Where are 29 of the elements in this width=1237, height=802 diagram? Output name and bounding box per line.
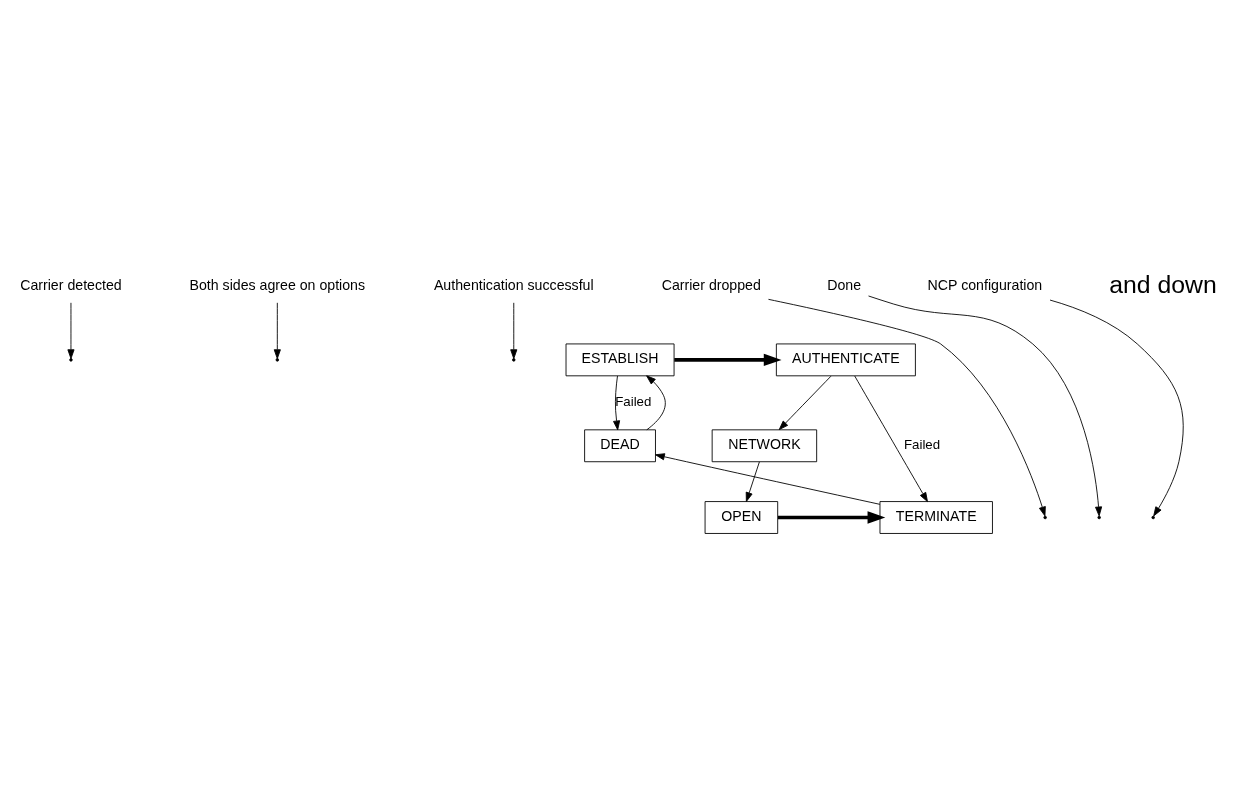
node-text: Carrier detected [20,276,122,293]
node-text: Authentication successful [433,276,594,293]
node-box: ESTABLISH [565,343,675,376]
node-text: NCP configuration [927,276,1043,293]
arrow [1049,299,1184,516]
arrow [778,375,832,430]
node-box: AUTHENTICATE [775,343,916,376]
arrow [613,375,621,430]
arrow [510,301,518,359]
arrow [273,301,281,359]
node-box: OPEN [704,500,779,534]
arrow [745,460,760,502]
node-box: DEAD [584,428,656,462]
arrow [674,353,782,366]
arrow [67,301,75,359]
edge-label: Failed [903,436,941,452]
arrow [777,510,886,524]
edge-label: Failed [615,393,652,409]
arrow [868,295,1103,516]
arrow [646,374,666,430]
node-text: Carrier dropped [661,276,761,293]
node-box: TERMINATE [879,500,993,534]
arrow [854,375,928,502]
node-text: Both sides agree on options [189,276,366,293]
node-box: NETWORK [711,428,818,462]
arrow [655,452,881,505]
label: and down [1109,270,1217,298]
node-text: Done [827,276,862,293]
arrow [768,298,1046,516]
